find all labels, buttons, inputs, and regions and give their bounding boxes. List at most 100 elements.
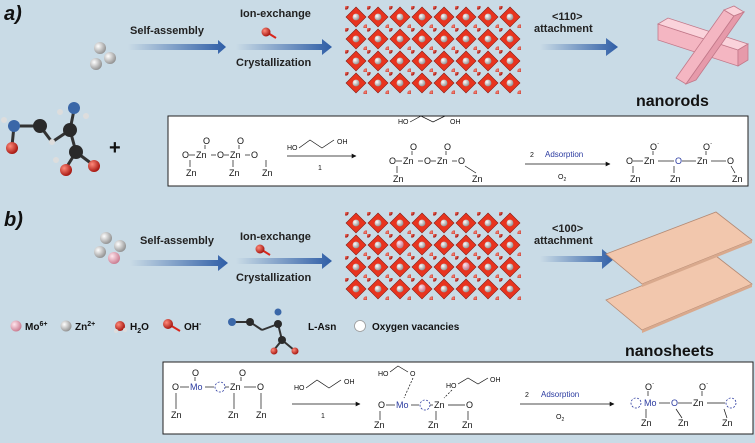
scheme-b-zn-1: Zn [230, 382, 241, 392]
legend-oh: OH- [184, 321, 202, 333]
ion-exchange-label-a: Ion-exchange [240, 8, 311, 20]
crystallization-label-a: Crystallization [236, 57, 311, 69]
scheme-a-arrow2-num: 2 [530, 152, 534, 159]
scheme-b-zn-b1: Zn [171, 410, 182, 420]
panel-a-label: a) [4, 3, 22, 25]
oh-ion-icon-b [255, 244, 271, 256]
legend-mo-icon [10, 320, 22, 332]
scheme-b-right-o: O [671, 398, 678, 408]
scheme-b-mid-o-1a: O [410, 371, 416, 378]
scheme-a-right-zn-b3: Zn [732, 174, 743, 184]
reaction-scheme-b: Mo Zn O O O O Zn Zn Zn HO OH 1 HO [162, 361, 754, 435]
precursor-balls-a [90, 42, 116, 70]
scheme-a-mid-ho: HO [398, 119, 409, 126]
lattice-b-dopants [396, 240, 470, 292]
legend-lasn-icon [228, 308, 299, 355]
crystal-lattice-b [345, 212, 521, 300]
scheme-a-o-1: O [182, 150, 189, 160]
arrow-self-assembly-a [128, 40, 226, 54]
plus-sign: + [109, 137, 121, 159]
scheme-b-reagent-ho: HO [294, 385, 305, 392]
precursor-balls-b [94, 232, 126, 264]
nanosheets-shape [605, 211, 753, 333]
scheme-b-zn-b2: Zn [228, 410, 239, 420]
scheme-b-right-mo: Mo [644, 398, 657, 408]
scheme-b-o-1: O [257, 382, 264, 392]
scheme-a-mid-zn-2: Zn [437, 156, 448, 166]
scheme-b-o-left: O [172, 382, 179, 392]
scheme-b-vacancy-3 [630, 397, 642, 409]
arrow-attachment-b [540, 249, 614, 269]
legend-zn: Zn2+ [75, 321, 95, 333]
scheme-a-right-zn-1: Zn [644, 156, 655, 166]
scheme-a-right-zn-2: Zn [697, 156, 708, 166]
product-label-a: nanorods [636, 93, 709, 110]
scheme-a-arrow2-label: Adsorption [545, 150, 583, 159]
scheme-a-zn-b3: Zn [262, 168, 273, 178]
attach-direction-b: <100> [552, 223, 583, 235]
legend-vacancy-icon [354, 320, 366, 332]
panel-b: b) Self-assembly Ion-exchange Crystalliz… [4, 209, 754, 435]
scheme-a-arrow2-sub: O2 [558, 174, 566, 183]
product-label-b: nanosheets [625, 343, 714, 360]
scheme-a-right-o-1: O [626, 156, 633, 166]
scheme-b-mid-zn: Zn [434, 400, 445, 410]
scheme-a-mid-o-top-1: O [410, 142, 417, 152]
scheme-b-right-zn-b2: Zn [678, 418, 689, 428]
scheme-b-right-zn-b1: Zn [641, 418, 652, 428]
scheme-b-right-zn: Zn [693, 398, 704, 408]
scheme-b-mid-zn-b1: Zn [374, 420, 385, 430]
scheme-b-arrow1-num: 1 [321, 413, 325, 420]
scheme-b-arrow2-sub: O2 [556, 414, 564, 423]
scheme-b-right-orad-2: O˙ [699, 382, 709, 392]
scheme-a-right-zn-b1: Zn [630, 174, 641, 184]
scheme-b-mid-mo: Mo [396, 400, 409, 410]
scheme-a-mid-o-top-2: O [444, 142, 451, 152]
scheme-a-zn-2: Zn [230, 150, 241, 160]
scheme-a-zn-1: Zn [196, 150, 207, 160]
scheme-a-mid-o-3: O [458, 156, 465, 166]
asparagine-molecule [1, 102, 100, 176]
scheme-b-arrow2-label: Adsorption [541, 390, 579, 399]
scheme-a-zn-b1: Zn [186, 168, 197, 178]
legend: Mo6+ Zn2+ H2O OH- [10, 308, 460, 355]
scheme-a-right-orad-2: O˙ [703, 142, 713, 152]
nanorods-shape [657, 5, 749, 85]
attach-direction-a: <110> [552, 11, 583, 23]
arrow-self-assembly-b [130, 255, 228, 271]
scheme-b-mid-zn-b2: Zn [428, 420, 439, 430]
legend-zn-icon [60, 320, 72, 332]
scheme-a-o-top-2: O [237, 136, 244, 146]
scheme-a-right-orad-1: O˙ [650, 142, 660, 152]
legend-vacancy: Oxygen vacancies [372, 322, 460, 333]
scheme-b-reagent-oh: OH [344, 379, 355, 386]
scheme-a-mid-zn-1: Zn [403, 156, 414, 166]
scheme-a-mid-oh: OH [450, 119, 461, 126]
panel-a: a) Self-assembly Ion-exchange Crystalliz… [1, 3, 749, 187]
attachment-label-a: attachment [534, 23, 593, 35]
legend-h2o: H2O [130, 322, 149, 335]
scheme-b-mid-o-left: O [378, 400, 385, 410]
scheme-b-zn-b3: Zn [256, 410, 267, 420]
legend-lasn: L-Asn [308, 322, 336, 333]
scheme-a-o-top-1: O [203, 136, 210, 146]
legend-oh-icon [163, 319, 181, 332]
scheme-b-o-top-1: O [192, 368, 199, 378]
arrow-attachment-a [540, 38, 618, 56]
scheme-b-o-top-2: O [239, 368, 246, 378]
self-assembly-label-b: Self-assembly [140, 235, 215, 247]
scheme-b-mid-zn-b3: Zn [462, 420, 473, 430]
arrow-crystallization-a [236, 39, 332, 55]
legend-h2o-icon [114, 321, 127, 333]
scheme-a-mid-zn-b1: Zn [393, 174, 404, 184]
scheme-a-arrow1-num: 1 [318, 165, 322, 172]
oh-ion-icon-a [261, 27, 277, 39]
scheme-b-mid-ho-2: HO [446, 383, 457, 390]
ion-exchange-label-b: Ion-exchange [240, 231, 311, 243]
scheme-a-mid-o-2: O [424, 156, 431, 166]
scheme-b-right-orad-1: O˙ [645, 382, 655, 392]
crystal-lattice-a [345, 6, 521, 94]
scheme-a-o-3: O [251, 150, 258, 160]
